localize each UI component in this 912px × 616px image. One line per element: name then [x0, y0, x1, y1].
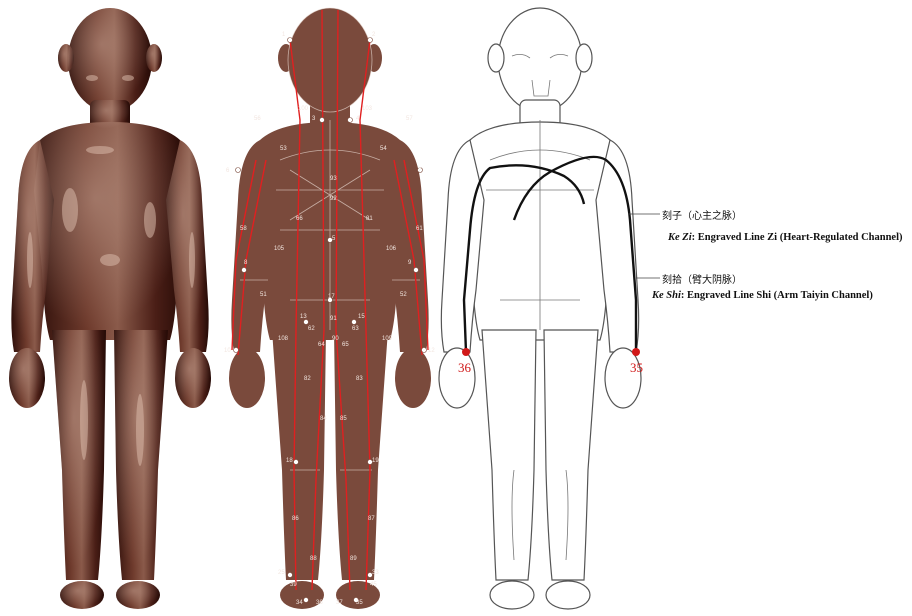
- acupoint-number: 100: [298, 106, 309, 112]
- acupoint-number: 25: [278, 570, 285, 576]
- ke-shi-description: : Engraved Line Shi (Arm Taiyin Channel): [681, 290, 873, 301]
- acupoint-number: 103: [362, 106, 373, 112]
- point-36-label: 36: [458, 360, 472, 375]
- acupoint-number: 63: [352, 326, 359, 332]
- acupoint-number: 61: [416, 226, 423, 232]
- acupoint-number: 51: [260, 292, 267, 298]
- ke-zi-description: : Engraved Line Zi (Heart-Regulated Chan…: [692, 232, 903, 243]
- acupoint-number: 109: [382, 336, 393, 342]
- acupoint-number: 57: [406, 116, 413, 122]
- acupoint-number: 36: [316, 600, 323, 606]
- acupoint-number: 81: [366, 216, 373, 222]
- acupoint-number: 83: [356, 376, 363, 382]
- acupoint-number: 89: [350, 556, 357, 562]
- acupoint-number: 15: [358, 314, 365, 320]
- acupoint-number: 65: [342, 342, 349, 348]
- acupoint-number: 6: [226, 168, 230, 174]
- acupoint-number: 18: [286, 458, 293, 464]
- acupoint-number: 37: [336, 600, 343, 606]
- acupoint-number: 64: [318, 342, 325, 348]
- point-35-marker: [632, 348, 640, 356]
- acupoint-number: 87: [368, 516, 375, 522]
- ke-zi-chinese: 刻子（心主之脉）: [662, 207, 742, 222]
- acupoint-number: 12: [428, 348, 435, 354]
- acupoint-number: 88: [310, 556, 317, 562]
- acupoint-number: 58: [240, 226, 247, 232]
- acupoint-number: 34: [296, 600, 303, 606]
- ke-zi-english: Ke Zi: Engraved Line Zi (Heart-Regulated…: [668, 232, 903, 243]
- acupoint-number: 106: [386, 246, 397, 252]
- acupoint-number: 84: [320, 416, 327, 422]
- acupoint-number: 10: [224, 348, 231, 354]
- ke-shi-english: Ke Shi: Engraved Line Shi (Arm Taiyin Ch…: [652, 290, 873, 301]
- acupoint-number: 92: [330, 196, 337, 202]
- acupoint-number: 90: [332, 336, 339, 342]
- acupoint-number: 17: [328, 294, 335, 300]
- acupoint-number: 53: [280, 146, 287, 152]
- acupoint-number: 86: [292, 516, 299, 522]
- acupoint-number: 45: [370, 582, 377, 588]
- line-drawing: 36 35: [439, 8, 643, 609]
- ke-shi-chinese: 刻拾（臂大阴脉）: [662, 271, 742, 286]
- annotated-figure: [229, 8, 431, 609]
- ke-zi-term: Ke Zi: [668, 232, 692, 243]
- ke-shi-term: Ke Shi: [652, 290, 681, 301]
- acupoint-number: 13: [300, 314, 307, 320]
- acupoint-number: 62: [308, 326, 315, 332]
- acupoint-number: 91: [330, 316, 337, 322]
- acupoint-number: 105: [274, 246, 285, 252]
- acupoint-number: 19: [372, 458, 379, 464]
- acupoint-number: 108: [278, 336, 289, 342]
- acupoint-number: 2: [372, 32, 376, 38]
- acupoint-number: 54: [380, 146, 387, 152]
- bronze-figure: [9, 8, 211, 609]
- acupoint-number: 1: [282, 32, 286, 38]
- point-36-marker: [462, 348, 470, 356]
- acupoint-number: 56: [254, 116, 261, 122]
- acupoint-number: 66: [296, 216, 303, 222]
- acupoint-number: 35: [356, 600, 363, 606]
- acupoint-number: 93: [330, 176, 337, 182]
- acupoint-number: 52: [400, 292, 407, 298]
- point-35-label: 35: [630, 360, 643, 375]
- acupoint-number: 85: [340, 416, 347, 422]
- acupoint-number: 82: [304, 376, 311, 382]
- acupoint-number: 33: [372, 570, 379, 576]
- acupoint-number: 39: [290, 582, 297, 588]
